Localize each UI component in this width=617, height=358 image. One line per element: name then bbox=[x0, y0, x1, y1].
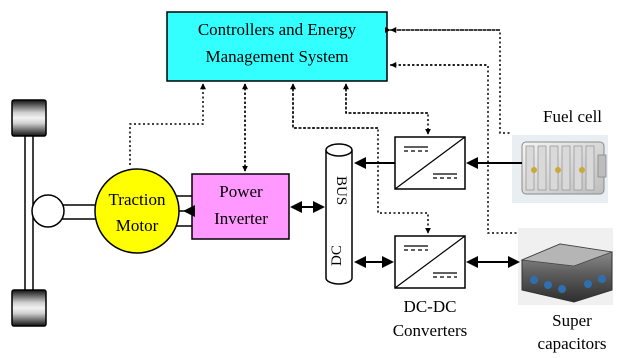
controller-label-line1: Controllers and Energy bbox=[197, 20, 357, 39]
inverter-label-line1: Power bbox=[219, 182, 263, 201]
motor-label-line1: Traction bbox=[108, 190, 166, 209]
inverter-label-line2: Inverter bbox=[214, 209, 268, 228]
traction-motor bbox=[94, 168, 180, 254]
fuelcell-control-link bbox=[384, 27, 512, 134]
converters-label-line1: DC-DC bbox=[403, 297, 457, 316]
dcdc-converter-top bbox=[394, 136, 466, 190]
vehicle-chassis bbox=[11, 99, 99, 327]
bus-label-dc: DC bbox=[329, 245, 345, 266]
controller-box bbox=[166, 11, 388, 82]
control-links bbox=[129, 27, 518, 234]
dcdc-converter-bottom bbox=[394, 235, 466, 289]
conv-bottom-control-link bbox=[292, 84, 431, 234]
conv-top-control-link bbox=[345, 84, 431, 135]
bus-label-bus: BUS bbox=[333, 176, 349, 206]
supercap-label-line1: Super bbox=[552, 311, 592, 330]
fuel-cell-image bbox=[512, 135, 608, 203]
controller-label-line2: Management System bbox=[205, 47, 349, 66]
top-wheel bbox=[11, 99, 47, 137]
differential bbox=[31, 194, 65, 228]
motor-to-controller-link bbox=[129, 83, 206, 165]
dc-bus bbox=[325, 143, 353, 285]
supercap-control-link bbox=[390, 64, 518, 234]
power-inverter-box bbox=[191, 173, 290, 240]
motor-label-line2: Motor bbox=[115, 216, 159, 235]
bottom-wheel bbox=[11, 289, 47, 327]
supercapacitor-image bbox=[518, 228, 614, 305]
supercap-label-line2: capacitors bbox=[537, 334, 607, 353]
fuel-cell-label: Fuel cell bbox=[543, 107, 603, 126]
power-flows bbox=[183, 157, 522, 268]
converters-label-line2: Converters bbox=[392, 321, 468, 340]
